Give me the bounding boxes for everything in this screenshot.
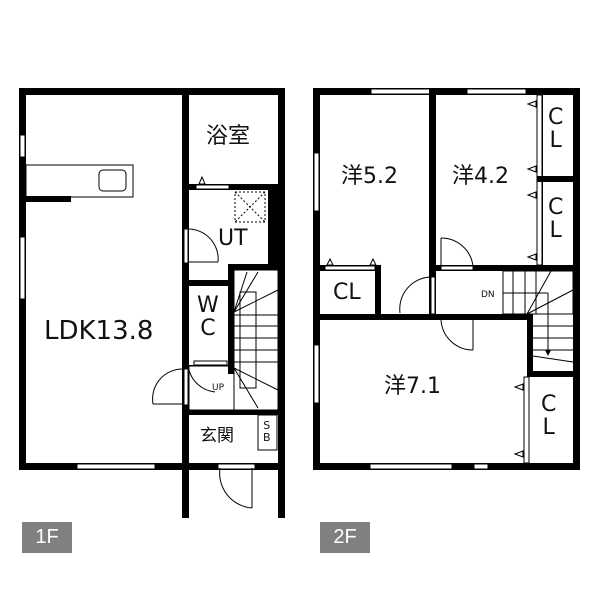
closet-2-letter-c: C — [548, 105, 564, 130]
room-label-entrance: 玄関 — [200, 426, 234, 446]
room-label-western-7-1: 洋7.1 — [384, 374, 441, 399]
stairs-2f — [502, 270, 574, 377]
wc-letter-w: W — [197, 293, 219, 318]
floor-badge-2f: 2F — [320, 522, 370, 553]
shoe-box-label: S B — [263, 420, 271, 443]
floor-2f-plan — [313, 88, 580, 470]
floor-badge-1f: 1F — [22, 522, 72, 553]
closet-4-letter-l: L — [542, 415, 555, 441]
room-label-utility: UT — [218, 226, 248, 251]
room-label-ldk: LDK13.8 — [44, 316, 154, 346]
closet-label-3: C L — [548, 196, 563, 242]
floor-1f-plan — [19, 88, 285, 518]
room-label-wc: W C — [197, 294, 219, 340]
closet-label-1: CL — [333, 280, 361, 305]
stair-up-label: UP — [212, 383, 225, 393]
shoe-box-letter-b: B — [263, 430, 271, 444]
room-label-western-5-2: 洋5.2 — [341, 164, 398, 189]
closet-3-letter-l: L — [549, 218, 562, 244]
stair-down-label: DN — [481, 290, 495, 300]
wc-letter-c: C — [200, 316, 216, 342]
closet-2-letter-l: L — [549, 128, 562, 154]
closet-label-2: C L — [548, 106, 563, 152]
closet-3-letter-c: C — [548, 195, 564, 220]
stairs-1f — [233, 269, 279, 411]
room-label-western-4-2: 洋4.2 — [452, 164, 509, 189]
closet-label-4: C L — [541, 393, 556, 439]
closet-4-letter-c: C — [541, 392, 557, 417]
room-label-bath: 浴室 — [206, 124, 251, 149]
shoe-box-letter-s: S — [263, 419, 271, 432]
